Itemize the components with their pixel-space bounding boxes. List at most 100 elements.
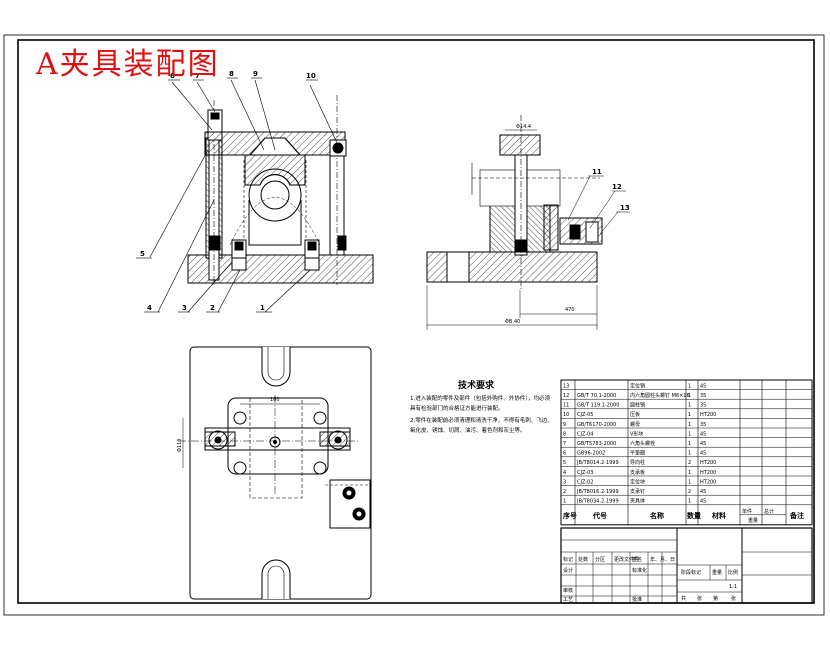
balloon-10: 10 xyxy=(306,72,316,80)
balloon-2: 2 xyxy=(210,304,215,312)
notes-line-1: 1.进入装配的零件及部件（包括外购件、外协件），均必须 xyxy=(410,394,550,402)
bom-cell: 8 xyxy=(563,431,566,437)
bom-cell: 45 xyxy=(700,441,706,447)
plan-view xyxy=(178,346,372,600)
bom-cell: 圆柱销 xyxy=(630,402,645,409)
bom-header-code: 代号 xyxy=(592,511,607,520)
notes-heading: 技术要求 xyxy=(458,379,495,391)
balloon-1: 1 xyxy=(260,304,265,312)
bom-cell: 35 xyxy=(700,403,706,409)
tb-sheet-cell: 第 xyxy=(713,595,718,602)
bom-cell: CJZ-03 xyxy=(577,470,593,476)
bom-cell: 1 xyxy=(688,451,691,457)
balloon-4: 4 xyxy=(147,304,152,312)
bom-cell: 螺母 xyxy=(630,421,640,428)
bom-cell: 支承板 xyxy=(630,469,645,476)
inner-frame xyxy=(17,39,815,604)
bom-header-name: 名称 xyxy=(650,511,664,520)
bom-header-remark: 备注 xyxy=(789,511,804,520)
bom-cell: HT200 xyxy=(700,412,716,418)
bom-cell: 7 xyxy=(563,441,566,447)
balloon-7: 7 xyxy=(195,72,200,80)
tb-sheet-cell: 张 xyxy=(731,595,736,602)
bom-cell: 5 xyxy=(563,460,566,466)
notes-line-2: 具有检验部门的合格证方能进行装配。 xyxy=(410,404,504,412)
bom-cell: V形块 xyxy=(630,430,643,437)
balloon-8: 8 xyxy=(229,70,234,78)
front-view xyxy=(187,95,374,285)
bom-cell: 1 xyxy=(688,479,691,485)
bom-cell: JB/T8014.2-1999 xyxy=(576,460,619,466)
bom-cell: 35 xyxy=(700,422,706,428)
bom-cell: 1 xyxy=(688,470,691,476)
balloon-9: 9 xyxy=(253,70,258,78)
bom-cell: GB/T6170-2000 xyxy=(577,422,616,428)
bom-cell: JB/T8034.2-1999 xyxy=(576,499,619,505)
bom-cell: HT200 xyxy=(700,470,716,476)
tb-standard: 标准化 xyxy=(632,567,647,574)
bom-cell: CJZ-05 xyxy=(577,412,593,418)
front-balloons xyxy=(136,77,339,313)
tb-sheet-cell: 共 xyxy=(681,595,686,602)
bom-cell: 35 xyxy=(700,393,706,399)
bom-cell: 9 xyxy=(563,422,566,428)
bom-cell: 1 xyxy=(688,422,691,428)
tb-row1-cell: 分区 xyxy=(595,556,605,563)
bom-cell: 平垫圈 xyxy=(630,450,645,457)
bom-cell: 12 xyxy=(563,393,569,399)
tb-approve: 批准 xyxy=(632,596,642,603)
drawing-title: A夹具装配图 xyxy=(35,47,220,82)
dim-plan-side: Φ110 xyxy=(177,439,183,452)
tb-sheet-cell: 张 xyxy=(697,595,702,602)
tb-row1-cell: 标记 xyxy=(563,556,573,563)
dim-plan-top: 160 xyxy=(270,397,280,403)
balloon-13: 13 xyxy=(620,204,630,212)
bom-cell: 定位销 xyxy=(630,382,645,389)
balloon-6: 6 xyxy=(170,72,175,80)
bom-cell: 1 xyxy=(688,412,691,418)
dim-inner: 470 xyxy=(565,307,575,313)
bom-cell: CJZ-02 xyxy=(577,479,593,485)
bom-header-qty: 数量 xyxy=(687,511,701,520)
dim-outer: ΦB.40 xyxy=(505,319,520,325)
bom-cell: GB96-2002 xyxy=(577,451,605,457)
balloon-12: 12 xyxy=(612,183,622,191)
bom-cell: 2 xyxy=(688,489,691,495)
tb-stage: 阶段标记 xyxy=(681,569,701,576)
bom-cell: 45 xyxy=(700,499,706,505)
bom-cell: JB/T8016.2-1999 xyxy=(576,489,619,495)
tb-weight: 重量 xyxy=(712,569,722,576)
bom-cell: 45 xyxy=(700,383,706,389)
bom-cell: 45 xyxy=(700,431,706,437)
side-view xyxy=(426,115,603,290)
bom-header-weight: 重量 xyxy=(748,517,758,524)
bom-cell: 6 xyxy=(563,451,566,457)
bom-header-unit: 单件 xyxy=(742,508,752,515)
bom-frame xyxy=(560,379,813,526)
tb-scale: 1:1 xyxy=(729,584,737,590)
notes-line-4: 氧化皮、锈蚀、切屑、油污、着色剂和灰尘等。 xyxy=(410,426,526,434)
bom-cell: 夹具体 xyxy=(630,498,645,505)
bom-header-index: 序号 xyxy=(562,511,577,520)
balloon-11: 11 xyxy=(592,168,602,176)
tb-review: 审核 xyxy=(563,587,573,594)
bom-cell: 11 xyxy=(563,403,569,409)
bom-cell: 1 xyxy=(688,431,691,437)
bom-header-material: 材料 xyxy=(711,511,726,520)
bom-cell: 导向柱 xyxy=(630,459,645,466)
tb-ratio: 比例 xyxy=(728,569,738,576)
bom-cell: 45 xyxy=(700,489,706,495)
bom-cell: 2 xyxy=(563,489,566,495)
tb-row1-cell: 签名 xyxy=(632,556,642,563)
bom-cell: 13 xyxy=(563,383,569,389)
bom-cell: 1 xyxy=(688,403,691,409)
bom-cell: 压板 xyxy=(630,411,640,418)
bom-cell: 3 xyxy=(563,479,566,485)
tb-row1-cell: 更改文件号 xyxy=(614,556,639,563)
bom-cell: GB/T5783-2000 xyxy=(577,441,616,447)
bom-cell: 六角头螺栓 xyxy=(630,440,655,447)
bom-cell: GB/T 119.1-2000 xyxy=(577,403,619,409)
bom-cell: 1 xyxy=(688,383,691,389)
